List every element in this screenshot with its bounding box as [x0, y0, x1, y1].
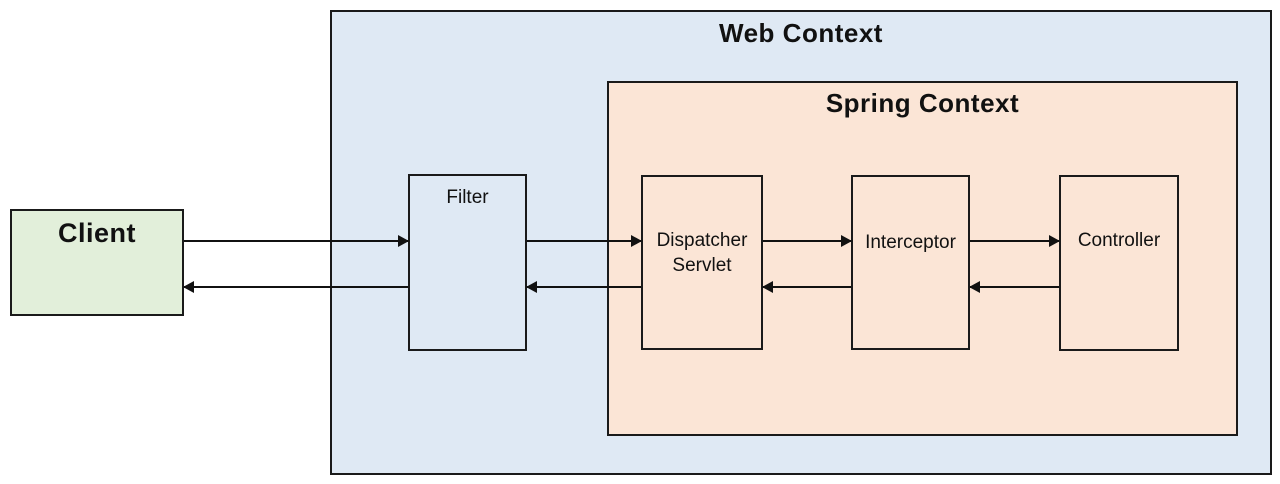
spring-context-title: Spring Context — [825, 88, 1020, 118]
client-node: Client — [10, 209, 184, 316]
response-arrow-interceptor-to-dispatcher-servlet — [762, 281, 851, 293]
web-context-title: Web Context — [719, 18, 883, 48]
response-arrow-dispatcher-servlet-to-filter — [526, 281, 641, 293]
request-arrow-client-to-filter — [184, 235, 409, 247]
controller-node: Controller — [1059, 175, 1179, 351]
filter-node-label: Filter — [446, 187, 489, 208]
filter-node: Filter — [408, 174, 527, 351]
request-arrow-interceptor-to-controller — [970, 235, 1060, 247]
client-node-label: Client — [57, 218, 136, 248]
interceptor-node-label: Interceptor — [865, 232, 956, 253]
controller-node-label: Controller — [1077, 230, 1161, 251]
response-arrow-filter-to-client — [183, 281, 408, 293]
interceptor-node: Interceptor — [851, 175, 970, 350]
dispatcher-servlet-node: Dispatcher Servlet — [641, 175, 763, 350]
response-arrow-controller-to-interceptor — [969, 281, 1059, 293]
dispatcher-servlet-node-label: Dispatcher Servlet — [656, 230, 748, 276]
request-arrow-filter-to-dispatcher-servlet — [527, 235, 642, 247]
request-arrow-dispatcher-servlet-to-interceptor — [763, 235, 852, 247]
